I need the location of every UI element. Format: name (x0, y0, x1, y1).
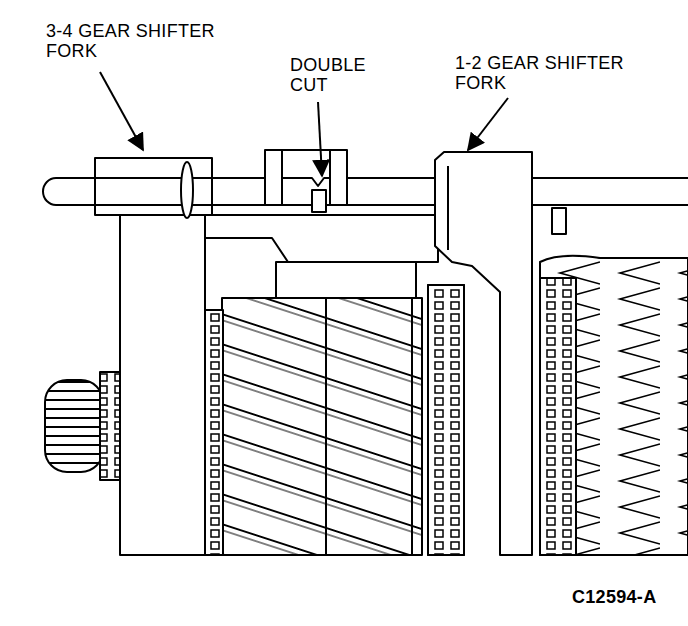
rail-line (95, 204, 212, 206)
leader-arrow (468, 98, 508, 150)
rail-line (95, 177, 212, 179)
synchro-teeth (540, 278, 576, 555)
synchro-teeth (428, 285, 464, 555)
part-label: DOUBLE CUT (290, 56, 385, 96)
lock-tab (312, 190, 326, 212)
leader-arrow (100, 72, 143, 150)
fork-edge (447, 166, 449, 250)
synchro-teeth (205, 310, 223, 555)
bearing (45, 380, 103, 472)
leader-arrow (318, 102, 322, 176)
fork-arm (120, 200, 205, 555)
figure-code: C12594-A (572, 588, 682, 608)
bracket (552, 208, 566, 234)
gear-edge (411, 298, 413, 555)
synchro-teeth (428, 285, 464, 555)
helical-gear (540, 256, 688, 555)
selector-plate (205, 215, 438, 262)
double-cut (282, 178, 330, 186)
helical-gear (222, 298, 422, 555)
collar (181, 162, 193, 218)
gear-edge (325, 298, 327, 555)
part-label: 3-4 GEAR SHIFTER FORK (46, 22, 266, 62)
part-label: 1-2 GEAR SHIFTER FORK (455, 54, 680, 94)
plate-lower (276, 262, 416, 298)
interlock-block (265, 150, 347, 205)
fork-hub (95, 158, 212, 215)
